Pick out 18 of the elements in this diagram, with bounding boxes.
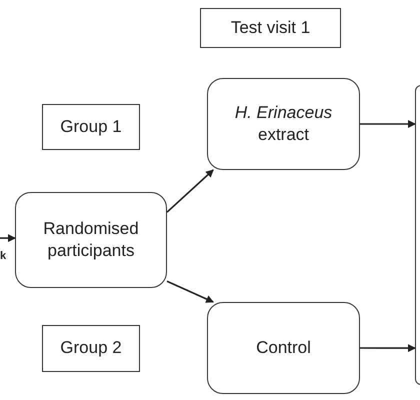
process-box [207,78,360,170]
arrow [360,120,416,128]
arrow [360,344,416,352]
label-box [200,8,341,48]
process-box [207,302,360,394]
process-box [15,192,167,288]
node-text: Test visit 1 [230,16,310,39]
cut-off-label: k [0,250,6,262]
arrow [166,280,214,303]
node-text: Group 2 [60,337,122,360]
arrow [0,234,16,242]
node-text: Control [256,336,311,359]
node-text: Randomised participants [42,218,140,262]
arrow [166,169,214,213]
node-text: H. Erinaceus extract [234,102,334,146]
node-text: Group 1 [60,116,122,138]
label-box [42,104,140,150]
label-box [42,325,140,372]
